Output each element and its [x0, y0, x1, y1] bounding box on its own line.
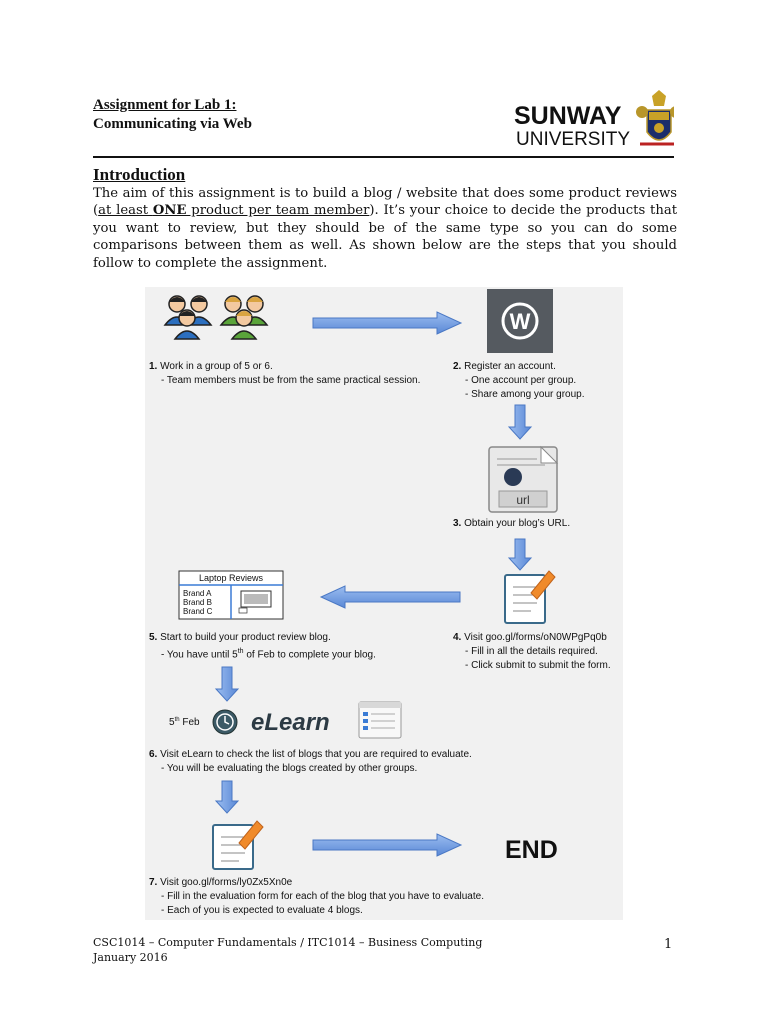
page-footer: CSC1014 – Computer Fundamentals / ITC101… — [93, 935, 482, 965]
step-3-text: 3. Obtain your blog’s URL. — [453, 517, 570, 531]
intro-paragraph: The aim of this assignment is to build a… — [93, 185, 677, 272]
brand-c-label: Brand C — [183, 607, 213, 616]
step-3-label: Obtain your blog’s URL. — [464, 518, 571, 529]
step-1-note: - Team members must be from the same pra… — [161, 375, 421, 386]
team-people-icon — [163, 295, 269, 340]
step-2-note-1: - One account per group. — [465, 375, 577, 386]
clock-history-icon — [212, 709, 238, 735]
footer-course: CSC1014 – Computer Fundamentals / ITC101… — [93, 936, 483, 949]
assignment-subtitle: Communicating via Web — [93, 116, 252, 132]
document-header: Assignment for Lab 1: Communicating via … — [93, 96, 252, 134]
step-7-note-1: - Fill in the evaluation form for each o… — [161, 891, 484, 902]
step-5-number: 5. — [149, 632, 158, 643]
intro-text-start: The aim of this assignment is to build a… — [93, 186, 677, 219]
arrow-down-icon — [214, 780, 240, 814]
step-3-number: 3. — [453, 518, 462, 529]
arrow-down-icon — [214, 666, 240, 702]
step-5-label: Start to build your product review blog. — [160, 632, 331, 643]
intro-underlined-2: product per team member — [186, 203, 370, 219]
step-7-text: 7. Visit goo.gl/forms/ly0Zx5Xn0e - Fill … — [149, 876, 484, 918]
elearn-logo: eLearn — [251, 709, 330, 736]
page-number: 1 — [664, 937, 673, 952]
brand-a-label: Brand A — [183, 589, 212, 598]
step-2-text: 2. Register an account. - One account pe… — [453, 360, 585, 402]
brand-b-label: Brand B — [183, 598, 212, 607]
arrow-down-icon — [507, 404, 533, 440]
step-4-note-1: - Fill in all the details required. — [465, 646, 598, 657]
wordpress-icon: W — [487, 289, 553, 353]
intro-underlined: at least ONE product per team member — [98, 203, 369, 218]
intro-text-end: ). It’s your choice to decide the produc… — [93, 203, 677, 271]
laptop-reviews-title: Laptop Reviews — [199, 573, 264, 583]
step-5-text: 5. Start to build your product review bl… — [149, 631, 376, 662]
step-6-text: 6. Visit eLearn to check the list of blo… — [149, 748, 472, 776]
arrow-left-icon — [319, 585, 461, 609]
step-4-label: Visit goo.gl/forms/oN0WPgPq0b — [464, 632, 607, 643]
step-2-label: Register an account. — [464, 361, 556, 372]
step-1-text: 1. Work in a group of 5 or 6. - Team mem… — [149, 360, 420, 388]
step-6-label: Visit eLearn to check the list of blogs … — [160, 749, 472, 760]
step-2-number: 2. — [453, 361, 462, 372]
form-clipboard-icon — [504, 570, 556, 624]
svg-text:W: W — [510, 309, 531, 334]
step-1-label: Work in a group of 5 or 6. — [160, 361, 273, 372]
evaluation-form-icon — [212, 820, 264, 870]
step-6-number: 6. — [149, 749, 158, 760]
step-6-note: - You will be evaluating the blogs creat… — [161, 763, 418, 774]
footer-date: January 2016 — [93, 951, 168, 964]
step-7-number: 7. — [149, 877, 158, 888]
arrow-right-icon — [312, 311, 463, 335]
university-crest-icon — [636, 90, 682, 146]
url-label: url — [516, 493, 529, 507]
assignment-title: Assignment for Lab 1: — [93, 97, 237, 113]
step-4-note-2: - Click submit to submit the form. — [465, 660, 611, 671]
end-label: END — [505, 836, 558, 864]
step-2-note-2: - Share among your group. — [465, 389, 585, 400]
logo-word-sunway: SUNWAY — [514, 102, 622, 130]
arrow-down-icon — [507, 538, 533, 571]
step-5-note: - You have until 5th of Feb to complete … — [161, 648, 376, 661]
header-rule — [93, 156, 674, 158]
url-document-icon: url — [488, 445, 559, 513]
step-4-text: 4. Visit goo.gl/forms/oN0WPgPq0b - Fill … — [453, 631, 611, 673]
step-4-number: 4. — [453, 632, 462, 643]
assignment-flowchart: W url — [145, 287, 623, 920]
logo-word-university: UNIVERSITY — [516, 129, 630, 150]
sunway-logo: SUNWAY UNIVERSITY — [514, 88, 682, 154]
section-title-introduction: Introduction — [93, 165, 186, 184]
arrow-right-icon — [312, 833, 463, 857]
step-1-number: 1. — [149, 361, 158, 372]
step-7-note-2: - Each of you is expected to evaluate 4 … — [161, 905, 363, 916]
intro-underlined-1: at least — [98, 203, 153, 219]
checklist-window-icon — [358, 701, 402, 739]
deadline-date: 5th Feb — [169, 717, 200, 728]
intro-bold-one: ONE — [152, 203, 187, 219]
step-7-label: Visit goo.gl/forms/ly0Zx5Xn0e — [160, 877, 293, 888]
laptop-reviews-illustration: Laptop Reviews Brand A Brand B Brand C — [178, 570, 284, 620]
